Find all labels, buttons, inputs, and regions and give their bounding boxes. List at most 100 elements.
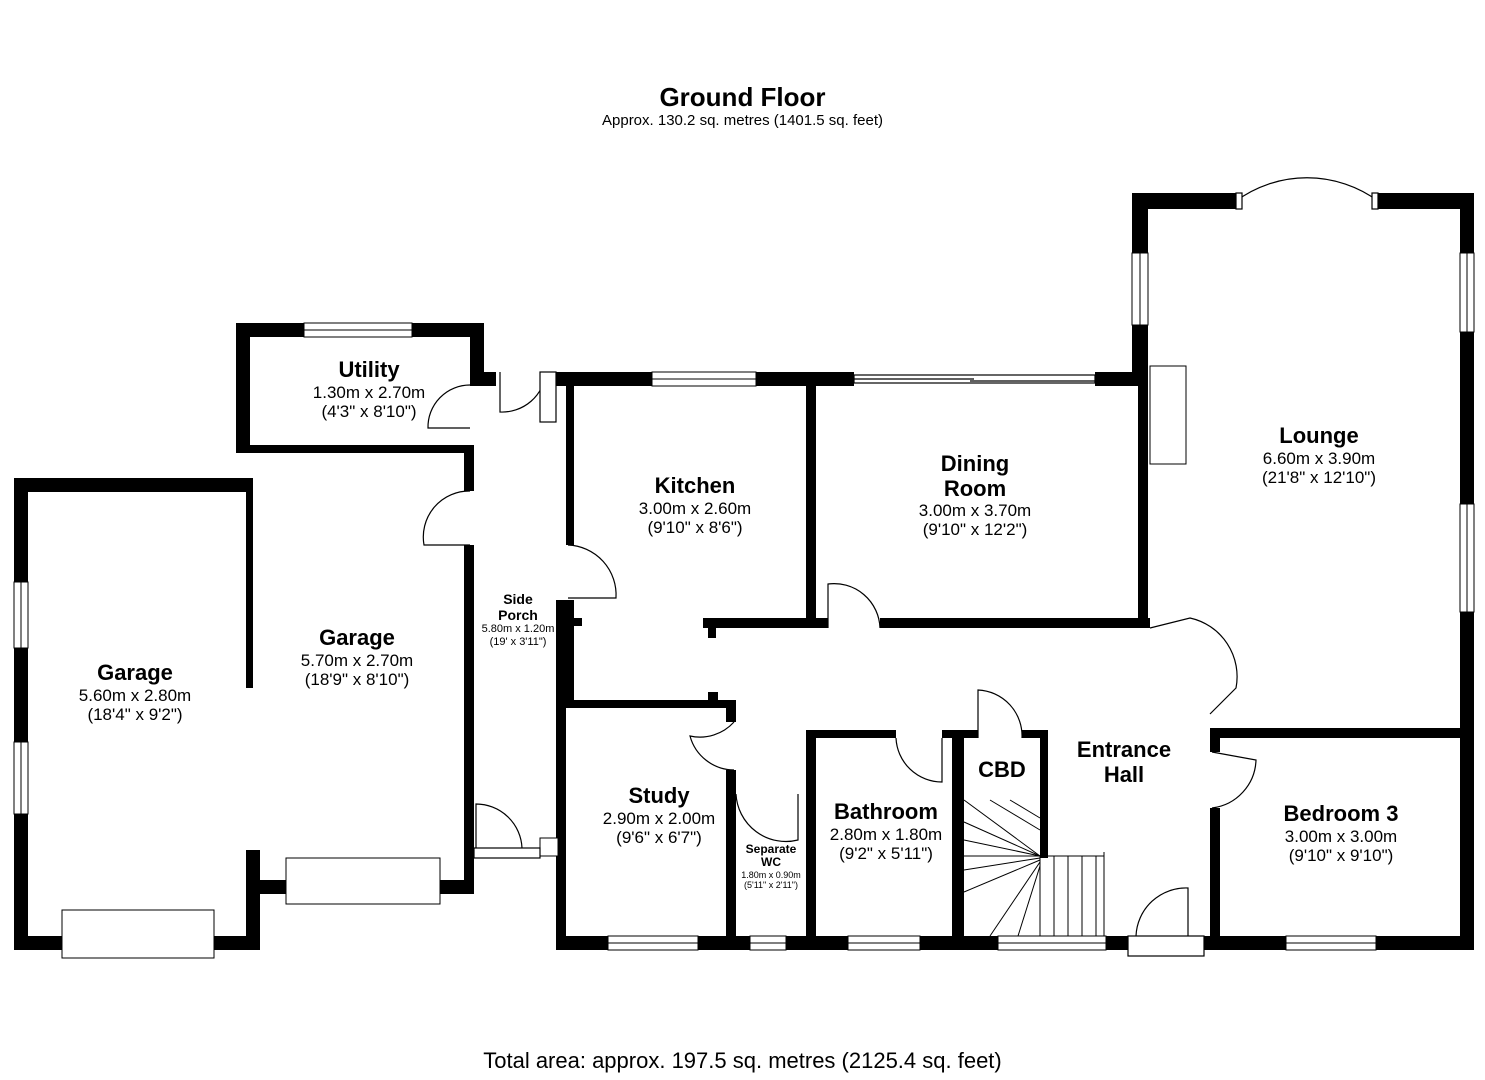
door-swing	[977, 689, 1023, 739]
total-area: Total area: approx. 197.5 sq. metres (21…	[483, 1048, 1002, 1073]
room-garage-left: Garage 5.60m x 2.80m (18'4" x 9'2")	[40, 660, 230, 724]
room-metric: 3.00m x 3.00m	[1284, 826, 1398, 846]
door-swing	[1211, 751, 1257, 809]
wall	[726, 700, 736, 722]
wall	[14, 478, 28, 950]
room-metric: 3.00m x 2.60m	[638, 498, 752, 518]
door-swing	[422, 490, 471, 546]
room-garage-right: Garage 5.70m x 2.70m (18'9" x 8'10")	[262, 625, 452, 689]
wall	[806, 385, 816, 620]
door-swing	[427, 384, 471, 429]
door-swing	[735, 793, 799, 843]
room-imperial: (5'11" x 2'11")	[743, 879, 799, 890]
room-entrance-hall: Entrance Hall	[1054, 737, 1194, 787]
wall	[412, 323, 484, 337]
room-metric: 1.80m x 0.90m	[741, 869, 801, 880]
room-metric: 3.00m x 3.70m	[918, 501, 1032, 521]
room-study: Study 2.90m x 2.00m (9'6" x 6'7")	[574, 783, 744, 847]
room-name: Garage	[319, 625, 395, 650]
wall	[698, 936, 750, 950]
room-imperial: (4'3" x 8'10")	[321, 401, 417, 421]
door-swing	[689, 721, 735, 771]
wall	[1376, 936, 1474, 950]
door-swing	[1135, 887, 1189, 937]
room-metric: 2.80m x 1.80m	[829, 824, 943, 844]
wall	[1138, 372, 1148, 628]
wall	[14, 936, 62, 950]
wall	[1095, 372, 1143, 386]
room-imperial: (9'10" x 8'6")	[647, 517, 743, 537]
room-metric: 2.90m x 2.00m	[602, 808, 716, 828]
wall	[952, 730, 964, 950]
room-name: Bedroom 3	[1283, 801, 1399, 826]
wall	[14, 478, 247, 492]
wall	[806, 730, 896, 738]
room-name: Lounge	[1279, 423, 1359, 448]
room-name-line-2: WC	[761, 855, 781, 870]
wall	[1210, 728, 1474, 738]
room-imperial: (18'4" x 9'2")	[87, 704, 183, 724]
wall	[756, 372, 854, 386]
room-utility: Utility 1.30m x 2.70m (4'3" x 8'10")	[284, 357, 454, 421]
room-name: Bathroom	[834, 799, 938, 824]
wall	[566, 700, 734, 708]
door-swing	[499, 371, 547, 413]
room-imperial: (9'6" x 6'7")	[616, 827, 702, 847]
room-name-line-1: Separate	[745, 842, 797, 856]
room-imperial: (19' x 3'11")	[489, 635, 547, 648]
room-metric: 6.60m x 3.90m	[1262, 448, 1376, 468]
room-name-line-2: Room	[943, 475, 1007, 501]
room-name: CBD	[978, 757, 1026, 782]
wall	[556, 372, 652, 386]
room-kitchen: Kitchen 3.00m x 2.60m (9'10" x 8'6")	[600, 473, 790, 537]
floor-area: Approx. 130.2 sq. metres (1401.5 sq. fee…	[602, 112, 883, 129]
room-bathroom: Bathroom 2.80m x 1.80m (9'2" x 5'11")	[812, 799, 960, 863]
wall	[464, 453, 474, 491]
room-imperial: (21'8" x 12'10")	[1261, 467, 1376, 487]
wall	[726, 770, 736, 950]
wall	[1106, 936, 1130, 950]
room-imperial: (9'10" x 9'10")	[1288, 845, 1394, 865]
wall	[703, 618, 828, 628]
door-swing	[895, 737, 943, 783]
wall	[880, 618, 1150, 628]
wall	[566, 385, 574, 545]
window	[1149, 365, 1187, 465]
room-bedroom-3: Bedroom 3 3.00m x 3.00m (9'10" x 9'10")	[1246, 801, 1436, 865]
wall	[1460, 193, 1474, 253]
wall	[556, 600, 566, 950]
wall	[236, 323, 304, 337]
wall	[1210, 728, 1220, 752]
wall	[470, 372, 496, 386]
wall	[470, 323, 484, 385]
wall	[246, 880, 286, 894]
room-dining: Dining Room 3.00m x 3.70m (9'10" x 12'2"…	[880, 451, 1070, 539]
door-swing	[567, 544, 617, 599]
walls	[14, 193, 1474, 950]
wall	[786, 936, 848, 950]
window	[539, 837, 559, 857]
wall	[1132, 325, 1148, 385]
wall	[246, 850, 260, 950]
wall	[708, 692, 718, 700]
room-name: Kitchen	[654, 473, 736, 498]
wall	[964, 730, 978, 738]
window	[285, 857, 441, 905]
door-swing	[475, 803, 523, 849]
room-side-porch: Side Porch 5.80m x 1.20m (19' x 3'11")	[472, 591, 564, 648]
wall	[1378, 193, 1474, 209]
door-swing	[827, 583, 881, 629]
room-name-line-1: Entrance	[1076, 737, 1172, 762]
wall	[708, 626, 716, 638]
room-cbd: CBD	[964, 757, 1040, 783]
wall	[236, 323, 250, 453]
wall	[1022, 730, 1048, 738]
doors	[422, 177, 1379, 957]
room-name: Study	[628, 783, 690, 808]
room-name-line-2: Porch	[498, 606, 538, 623]
wall	[246, 478, 253, 688]
room-name: Garage	[97, 660, 173, 685]
room-metric: 5.60m x 2.80m	[78, 685, 192, 705]
wall	[1210, 808, 1220, 950]
